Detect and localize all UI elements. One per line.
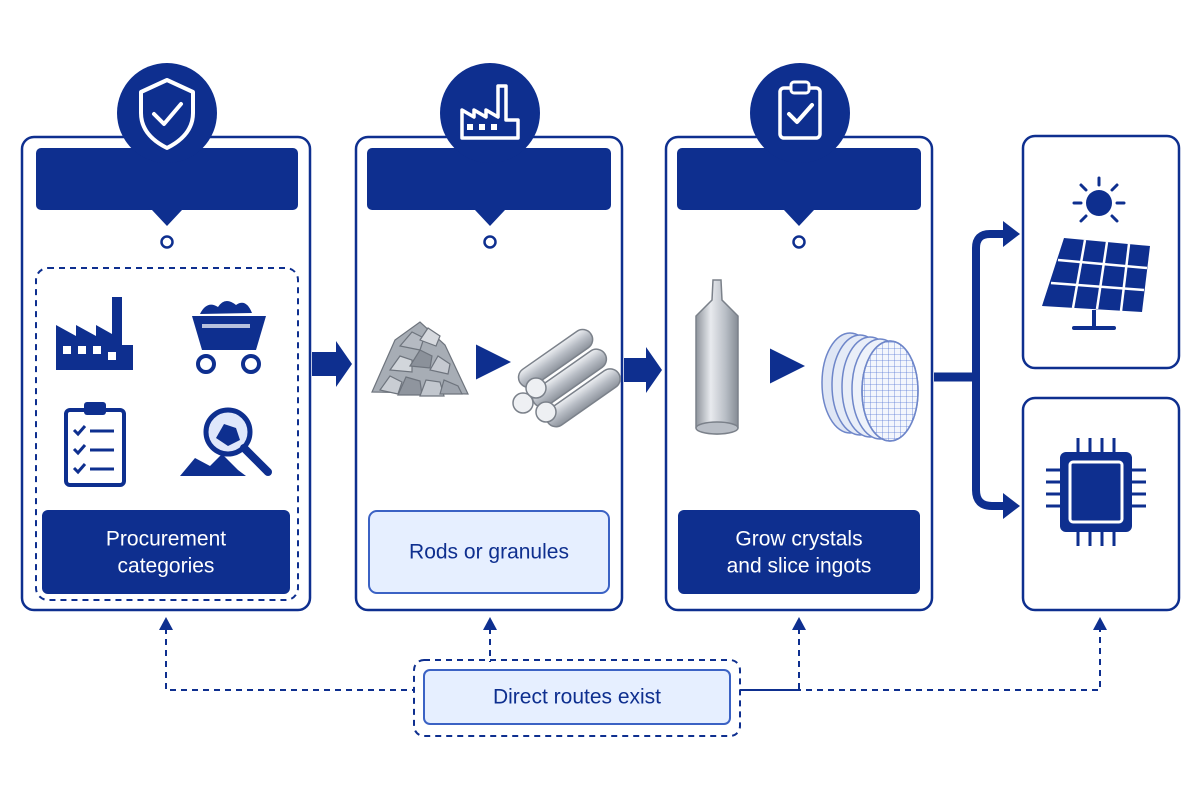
checklist-icon bbox=[64, 402, 126, 487]
stage-3-caption-line-2: and slice ingots bbox=[727, 555, 872, 578]
output-solar-panel-box bbox=[1021, 134, 1181, 370]
stage-2-node bbox=[483, 235, 497, 249]
procurement-group-box bbox=[35, 267, 299, 601]
stage-1-caption-line-1: Procurement bbox=[106, 528, 226, 551]
stage-1-caption-box bbox=[42, 510, 290, 594]
silicon-chunks-icon bbox=[371, 321, 469, 397]
stage-3-caption-line-1: Grow crystals bbox=[735, 528, 862, 551]
solar-panel-icon bbox=[1042, 176, 1150, 330]
stage-1-panel: Procurement categories bbox=[20, 63, 312, 612]
flow-arrow-1 bbox=[312, 341, 352, 387]
stage-3-panel: Grow crystals and slice ingots bbox=[664, 63, 934, 612]
silicon-rods-icon bbox=[512, 328, 621, 428]
stage-3-node bbox=[792, 235, 806, 249]
wafer-stack-icon bbox=[821, 332, 919, 442]
direct-routes-outer-box bbox=[413, 659, 741, 737]
stage-3-header-bar bbox=[677, 148, 921, 210]
feedback-arrowheads bbox=[159, 617, 1107, 630]
flow-arrow-2 bbox=[624, 347, 662, 393]
stage-2-panel: Rods or granules bbox=[354, 63, 624, 612]
ingot-icon bbox=[695, 279, 739, 435]
stage-3-caption-box bbox=[678, 510, 920, 594]
clipboard-check-icon bbox=[750, 63, 850, 163]
stage-1-header-bar bbox=[36, 148, 298, 210]
factory-icon bbox=[56, 297, 133, 370]
factory-icon bbox=[440, 63, 540, 163]
stage-2-caption-line-1: Rods or granules bbox=[409, 541, 569, 564]
direct-routes-box bbox=[423, 669, 731, 725]
stage-2-header-bar bbox=[367, 148, 611, 210]
magnifier-ore-icon bbox=[180, 407, 272, 476]
shield-check-icon bbox=[117, 63, 217, 163]
stage-2-caption-box bbox=[368, 510, 610, 594]
output-chip-box bbox=[1021, 396, 1181, 612]
split-arrows bbox=[934, 221, 1020, 519]
feedback-routes bbox=[165, 628, 1101, 691]
mine-cart-icon bbox=[192, 300, 266, 374]
stage-1-caption-line-2: categories bbox=[118, 555, 215, 578]
stage-1-node bbox=[160, 235, 174, 249]
direct-routes-label: Direct routes exist bbox=[493, 686, 661, 709]
chip-icon bbox=[1046, 438, 1146, 546]
